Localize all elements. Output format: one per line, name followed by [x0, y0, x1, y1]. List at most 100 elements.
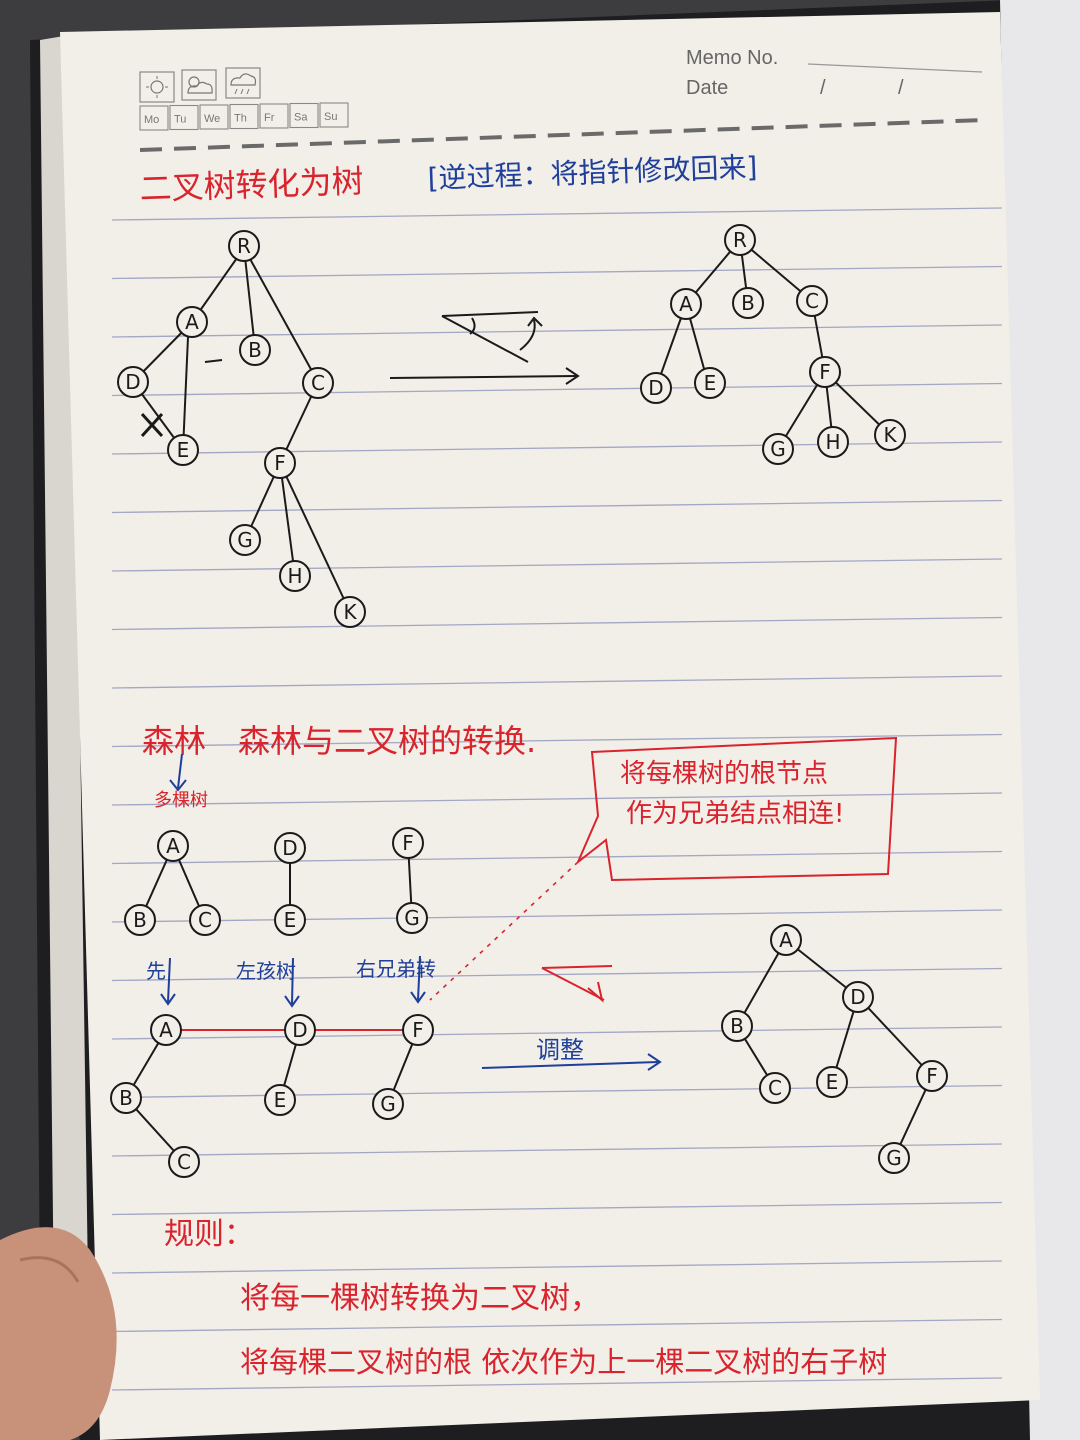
ruled-line — [111, 382, 1003, 397]
tree-node-circle — [796, 285, 828, 317]
tree-node-label: E — [274, 1088, 287, 1112]
weekday-label: Fr — [264, 112, 275, 124]
tree-node-circle — [124, 904, 156, 936]
date-separator: / — [898, 77, 904, 99]
rules-line-1: 将每一棵树转换为二叉树， — [240, 1281, 600, 1316]
ruled-line — [111, 441, 1003, 455]
tree-node-circle — [392, 827, 424, 859]
tree-node-label: F — [274, 451, 286, 475]
ruled-line — [111, 792, 1003, 806]
tree-node-circle — [274, 832, 306, 864]
ruled-line — [111, 1143, 1003, 1157]
section2-title: 森林与二叉树的转换. — [238, 722, 536, 760]
tree-node-circle — [229, 524, 261, 556]
tree-node-label: E — [177, 438, 190, 462]
ruled-line — [111, 1026, 1003, 1040]
tree-node-circle — [809, 356, 841, 388]
tree-node-label: F — [402, 831, 414, 855]
notebook-page — [60, 12, 1040, 1440]
forest-label: 多棵树 — [154, 790, 208, 811]
weekday-box — [259, 103, 289, 129]
sun-icon — [146, 76, 168, 98]
tree-node-label: A — [679, 292, 693, 316]
weekday-box — [199, 104, 229, 130]
weekday-box — [229, 103, 259, 130]
tree-node-label: R — [237, 234, 251, 258]
weekday-label: Mo — [144, 114, 159, 126]
weekday-label: Sa — [294, 112, 308, 124]
tree-node-label: F — [926, 1064, 938, 1088]
ruled-line — [111, 1201, 1003, 1216]
transform-arrow — [389, 311, 580, 385]
tree-node-label: D — [292, 1018, 307, 1042]
tree-node-circle — [284, 1014, 316, 1046]
tree-node-label: R — [733, 228, 747, 252]
cloud-rain-icon — [230, 73, 257, 95]
section2-title-red: 森林 — [142, 722, 206, 760]
tree-node-label: B — [248, 338, 262, 362]
memo-label: Memo No. — [686, 47, 778, 69]
tree-node-circle — [279, 560, 311, 592]
tree-node-label: F — [412, 1018, 424, 1042]
forest-label-arrow — [177, 753, 183, 789]
tree-node-circle — [842, 981, 874, 1013]
tree-node-label: C — [177, 1150, 191, 1174]
tree-node-circle — [176, 306, 208, 338]
tree-node-circle — [302, 367, 334, 399]
tree-node-circle — [878, 1142, 910, 1174]
tree-node-circle — [694, 367, 726, 399]
tree-node-circle — [167, 434, 199, 466]
tree-node-circle — [759, 1072, 791, 1104]
tree-node-label: D — [648, 376, 663, 400]
tree-node-circle — [762, 433, 794, 465]
weekday-label: Th — [234, 113, 247, 125]
step-arrows — [160, 955, 426, 1008]
tree-node-circle — [228, 230, 260, 262]
tree-node-circle — [264, 1084, 296, 1116]
step-label-2: 左孩树 — [236, 959, 296, 983]
tree-node-label: G — [404, 906, 420, 930]
tree-node-label: G — [237, 528, 253, 552]
next-page-edge — [1000, 0, 1080, 1440]
weekday-label: Tu — [174, 114, 186, 126]
cloud-sun-icon — [187, 76, 213, 94]
tree-node-label: G — [886, 1146, 902, 1170]
ruled-line — [111, 1377, 1003, 1391]
ruled-line — [111, 558, 1003, 572]
tree-node-circle — [817, 426, 849, 458]
weekday-box — [289, 102, 319, 129]
tree-node-label: C — [768, 1076, 782, 1100]
tree-node-label: F — [819, 360, 831, 384]
weekday-box — [139, 105, 169, 131]
weekday-box — [319, 102, 349, 128]
tree-node-circle — [168, 1146, 200, 1178]
tree-node-label: A — [779, 928, 793, 952]
tree-node-circle — [816, 1066, 848, 1098]
tree-node-circle — [670, 288, 702, 320]
date-separator: / — [820, 77, 826, 99]
ruled-line — [111, 616, 1003, 631]
page-stack-edge — [40, 35, 90, 1420]
tree-node-label: B — [119, 1086, 133, 1110]
tree-node-circle — [721, 1010, 753, 1042]
ruled-line — [111, 499, 1003, 514]
step-label-1: 先 — [146, 959, 166, 983]
tree-node-circle — [150, 1014, 182, 1046]
tree-node-circle — [264, 447, 296, 479]
tree-node-label: A — [166, 834, 180, 858]
tree-node-label: H — [287, 564, 302, 588]
tree-node-circle — [732, 287, 764, 319]
tree-node-circle — [239, 334, 271, 366]
tree-node-circle — [117, 366, 149, 398]
tree-node-label: E — [826, 1070, 839, 1094]
tree-node-circle — [402, 1014, 434, 1046]
callout-line-1: 将每棵树的根节点 — [620, 759, 828, 789]
callout-box — [577, 736, 898, 882]
tree-node-label: E — [704, 371, 717, 395]
tree-node-circle — [396, 902, 428, 934]
rules-line-2: 将每棵二叉树的根 依次作为上一棵二叉树的右子树 — [240, 1345, 887, 1379]
header-dashed-line — [139, 118, 986, 152]
